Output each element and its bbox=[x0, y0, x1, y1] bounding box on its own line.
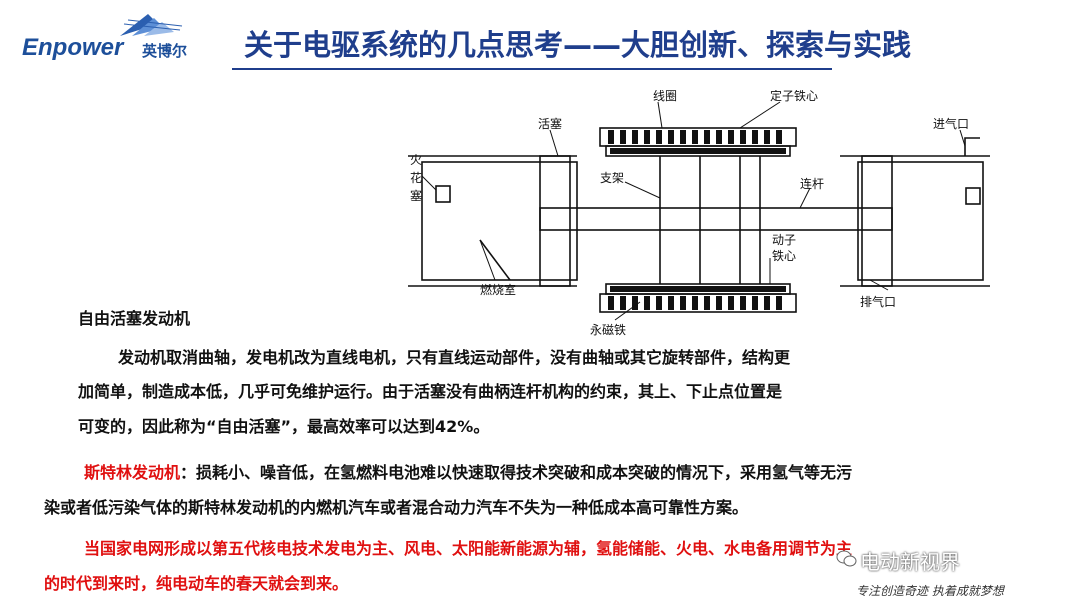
slogan-text: 专注创造奇迹 执着成就梦想 bbox=[856, 584, 1004, 598]
section1-line-1: 发动机取消曲轴，发电机改为直线电机，只有直线运动部件，没有曲轴或其它旋转部件，结… bbox=[118, 348, 791, 367]
logo-brand-cn: 英博尔 bbox=[142, 42, 188, 60]
label-rotor-core-1: 动子 bbox=[772, 233, 796, 247]
label-coil: 线圈 bbox=[653, 90, 677, 103]
label-spark-plug-2: 花 bbox=[410, 170, 422, 185]
label-spark-plug-1: 火 bbox=[410, 153, 422, 167]
section1-line-2: 加简单，制造成本低，几乎可免维护运行。由于活塞没有曲柄连杆机构的约束，其上、下止… bbox=[78, 382, 783, 401]
company-logo: Enpower 英博尔 bbox=[22, 10, 222, 65]
page-title: 关于电驱系统的几点思考——大胆创新、探索与实践 bbox=[244, 28, 912, 62]
label-exhaust: 排气口 bbox=[860, 294, 896, 309]
left-cylinder bbox=[421, 161, 578, 281]
watermark-text: 电动新视界 bbox=[860, 550, 960, 574]
label-permanent-magnet: 永磁铁 bbox=[590, 322, 626, 336]
section2-line-1: 斯特林发动机：损耗小、噪音低，在氢燃料电池难以快速取得技术突破和成本突破的情况下… bbox=[84, 459, 852, 483]
label-connecting-rod: 连杆 bbox=[800, 176, 824, 191]
label-combustion-chamber: 燃烧室 bbox=[480, 282, 516, 297]
label-support: 支架 bbox=[600, 171, 624, 185]
right-cylinder bbox=[857, 161, 984, 281]
label-stator-core: 定子铁心 bbox=[770, 90, 818, 103]
wechat-icon bbox=[836, 550, 857, 567]
logo-mark-icon bbox=[120, 14, 183, 36]
section1-heading: 自由活塞发动机 bbox=[78, 309, 191, 328]
label-piston: 活塞 bbox=[538, 116, 562, 131]
connecting-rod-shape bbox=[539, 207, 893, 231]
section3-line-2: 的时代到来时，纯电动车的春天就会到来。 bbox=[44, 574, 349, 593]
section2-line-1-text: ：损耗小、噪音低，在氢燃料电池难以快速取得技术突破和成本突破的情况下，采用氢气等… bbox=[180, 463, 853, 482]
label-rotor-core-2: 铁心 bbox=[772, 249, 796, 263]
section2-line-2: 染或者低污染气体的斯特林发动机的内燃机汽车或者混合动力汽车不失为一种低成本高可靠… bbox=[44, 498, 749, 517]
label-spark-plug-3: 塞 bbox=[410, 188, 422, 203]
section2-heading: 斯特林发动机 bbox=[84, 463, 181, 482]
header: Enpower 英博尔 关于电驱系统的几点思考——大胆创新、探索与实践 bbox=[0, 0, 1080, 75]
section3-line-1: 当国家电网形成以第五代核电技术发电为主、风电、太阳能新能源为辅，氢能储能、火电、… bbox=[84, 539, 853, 558]
free-piston-engine-diagram: 线圈 定子铁心 活塞 火 花 塞 支架 连杆 进气口 动子 铁心 燃烧室 排气口… bbox=[408, 90, 990, 336]
title-underline bbox=[232, 68, 832, 70]
label-intake: 进气口 bbox=[933, 116, 969, 131]
logo-brand-text: Enpower bbox=[22, 34, 124, 61]
section1-line-3: 可变的，因此称为“自由活塞”，最高效率可以达到42%。 bbox=[78, 417, 490, 436]
